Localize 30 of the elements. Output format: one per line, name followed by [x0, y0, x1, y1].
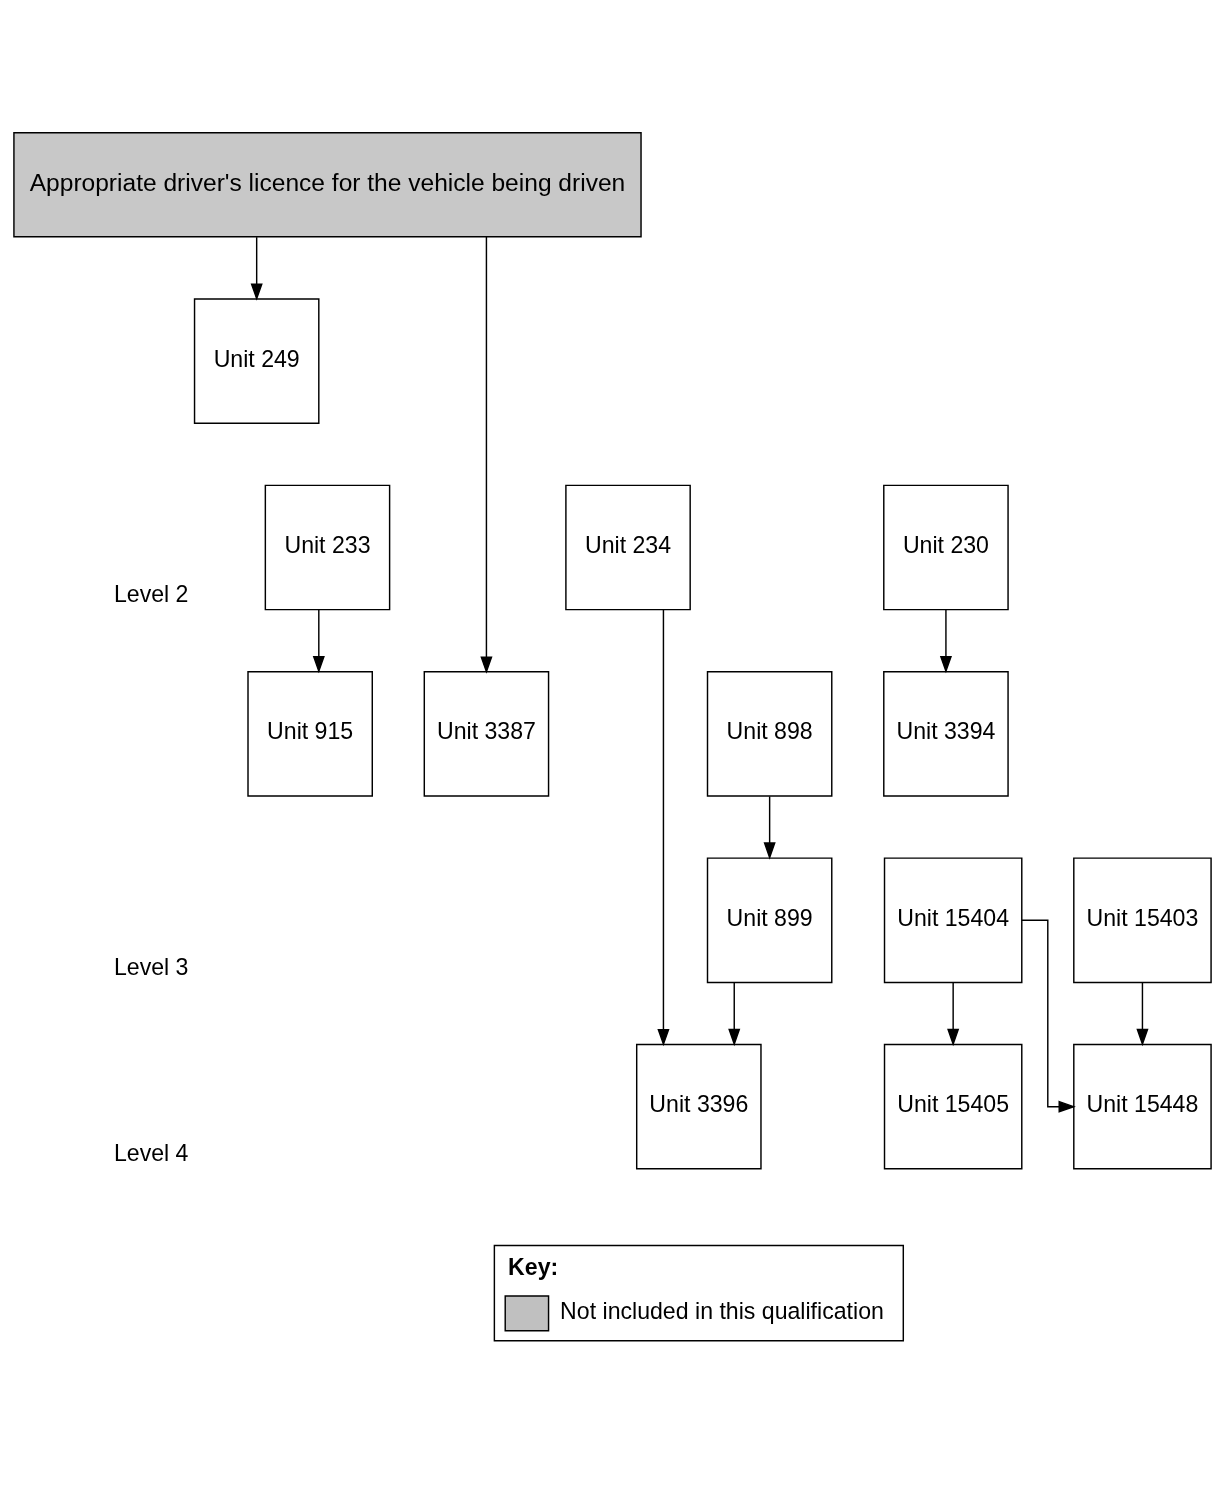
node-box: Unit 899 — [706, 857, 833, 984]
node-box: Unit 915 — [247, 671, 373, 797]
legend-label: Not included in this qualification — [560, 1297, 884, 1324]
node-box: Unit 3396 — [636, 1043, 762, 1170]
label: Level 2 — [113, 581, 189, 608]
node-box: Unit 898 — [706, 671, 833, 797]
label: Key: — [508, 1254, 559, 1281]
arrow — [657, 609, 670, 1047]
node-box: Unit 15404 — [883, 857, 1023, 984]
node-box: Unit 234 — [565, 484, 691, 611]
arrow — [939, 609, 952, 674]
label: Level 3 — [113, 953, 189, 980]
node-box: Unit 3394 — [883, 671, 1009, 797]
node-box: Unit 233 — [264, 484, 391, 611]
arrow — [312, 609, 325, 674]
node-box: Unit 15448 — [1073, 1043, 1212, 1170]
node-box: Unit 15403 — [1073, 857, 1212, 984]
node-box: Unit 249 — [193, 298, 320, 424]
arrow — [1136, 982, 1149, 1047]
node-box: Appropriate driver's licence for the vehicle being driven — [13, 132, 642, 238]
node-box: Unit 15405 — [883, 1043, 1023, 1170]
node-box: Unit 3387 — [423, 671, 550, 797]
arrow — [250, 236, 263, 301]
node-box: Unit 230 — [883, 484, 1009, 611]
arrow — [480, 236, 493, 674]
arrow — [728, 982, 741, 1047]
arrow — [1021, 919, 1076, 1113]
label: Level 4 — [113, 1140, 189, 1167]
arrow — [947, 982, 960, 1047]
arrow — [763, 795, 776, 860]
